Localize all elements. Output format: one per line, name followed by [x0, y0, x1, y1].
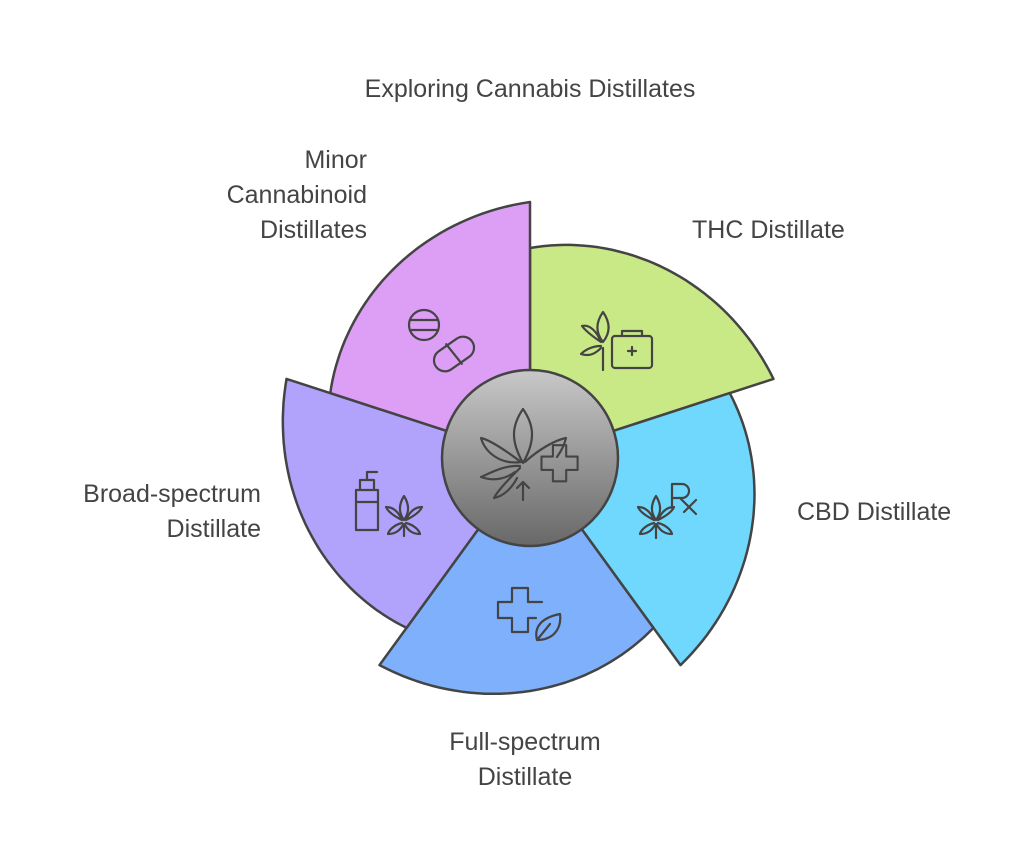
label-minor-cannabinoid: Minor Cannabinoid Distillates [167, 143, 367, 248]
label-line: Distillates [260, 216, 367, 244]
label-line: Distillate [477, 763, 573, 791]
medical-cross-leaf-icon [496, 586, 562, 642]
label-cbd: CBD Distillate [797, 498, 952, 526]
pump-bottle-cannabis-icon [354, 470, 424, 538]
label-line: Distillate [166, 515, 261, 543]
label-line: Full-spectrum [449, 728, 601, 756]
label-line: Broad-spectrum [83, 480, 261, 508]
label-line: Minor [304, 146, 367, 174]
label-thc: THC Distillate [692, 216, 845, 244]
cannabis-growth-health-icon [479, 407, 579, 502]
segment-full-spectrum-distillate [378, 456, 655, 696]
pills-icon [407, 308, 476, 373]
cannabis-first-aid-icon [579, 310, 654, 372]
label-full-spectrum: Full-spectrum Distillate [375, 725, 675, 795]
label-broad-spectrum: Broad-spectrum Distillate [21, 477, 261, 547]
label-line: Cannabinoid [226, 181, 367, 209]
diagram-title: Exploring Cannabis Distillates [364, 75, 696, 103]
cannabis-rx-icon [636, 482, 698, 540]
